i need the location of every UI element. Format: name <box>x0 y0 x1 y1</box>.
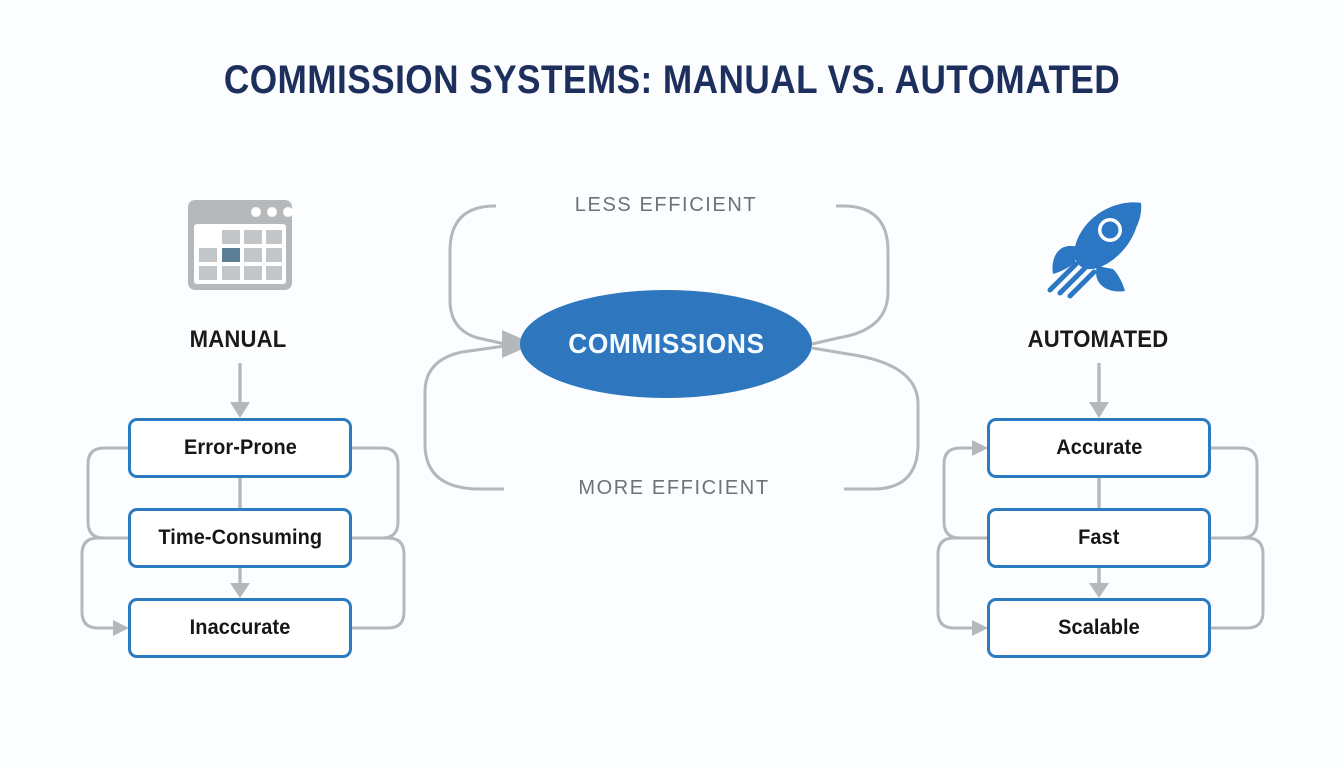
left-group-right-bracket-lower <box>352 536 406 630</box>
automated-node-label: Scalable <box>1058 616 1140 639</box>
commissions-hub[interactable]: COMMISSIONS <box>520 290 812 398</box>
automated-node-accurate[interactable]: Accurate <box>987 418 1211 478</box>
right-group-left-bracket-lower <box>936 536 987 630</box>
right-group-left-bracket-upper-arrowhead <box>972 440 988 456</box>
manual-column-header: MANUAL <box>189 326 287 353</box>
spreadsheet-icon <box>180 192 300 302</box>
automated-node-scalable[interactable]: Scalable <box>987 598 1211 658</box>
automated-column-header: AUTOMATED <box>1027 326 1169 353</box>
automated-node-label: Fast <box>1078 526 1120 549</box>
right-group-left-bracket-upper <box>942 446 987 540</box>
manual-node-label: Error-Prone <box>183 436 297 459</box>
rocket-icon <box>1038 192 1158 302</box>
manual-node-label: Inaccurate <box>189 616 291 639</box>
manual-node-error-prone[interactable]: Error-Prone <box>128 418 352 478</box>
less-efficient-caption: LESS EFFICIENT <box>496 194 836 217</box>
right-group-right-bracket-upper <box>1211 446 1259 540</box>
left-bracket-lower-arrowhead <box>113 620 129 636</box>
manual-node-time-consuming[interactable]: Time-Consuming <box>128 508 352 568</box>
page-title: COMMISSION SYSTEMS: MANUAL VS. AUTOMATED <box>223 58 1121 102</box>
right-group-left-bracket-lower-arrowhead <box>972 620 988 636</box>
right-box1-to-box2-arrowhead <box>1089 583 1109 598</box>
automated-icon-to-box-arrowhead <box>1089 402 1109 418</box>
left-bracket-upper <box>86 446 128 540</box>
left-bracket-lower <box>80 536 128 630</box>
automated-node-label: Accurate <box>1055 436 1143 459</box>
right-group-right-bracket-lower <box>1211 536 1265 630</box>
manual-icon-to-box-arrowhead <box>230 402 250 418</box>
more-efficient-caption: MORE EFFICIENT <box>504 477 844 500</box>
manual-node-inaccurate[interactable]: Inaccurate <box>128 598 352 658</box>
left-box1-to-box2-arrowhead <box>230 583 250 598</box>
left-group-right-bracket-upper <box>352 446 400 540</box>
manual-node-label: Time-Consuming <box>158 526 322 549</box>
commissions-hub-label: COMMISSIONS <box>567 328 765 359</box>
automated-node-fast[interactable]: Fast <box>987 508 1211 568</box>
